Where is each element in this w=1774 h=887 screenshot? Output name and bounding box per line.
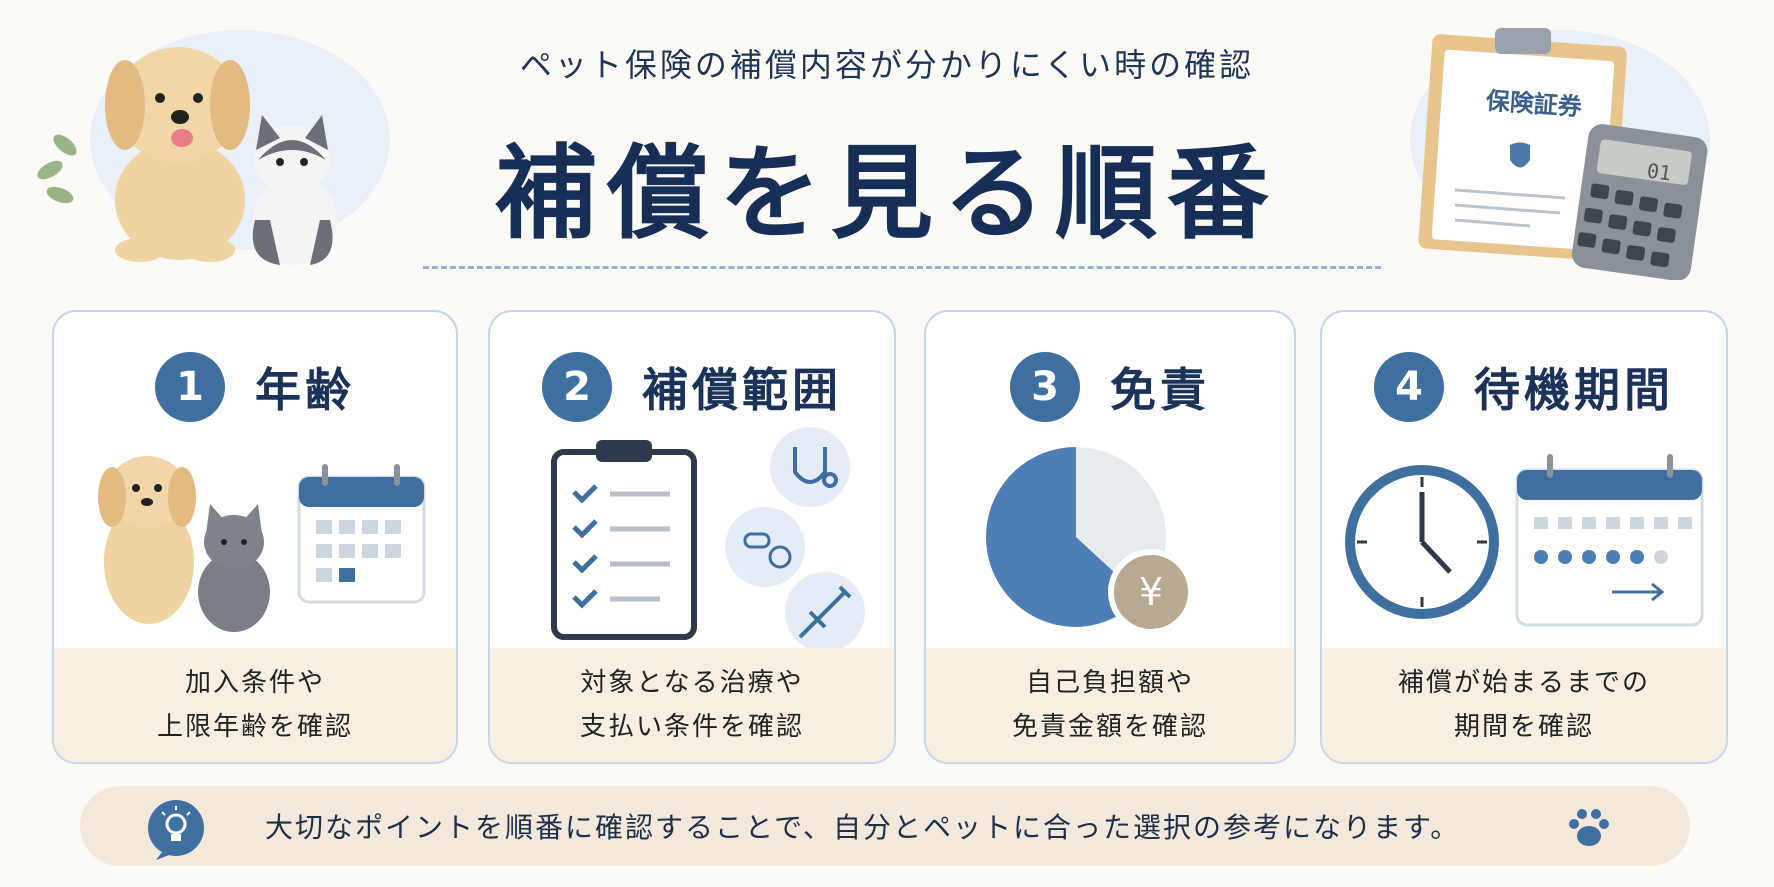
step-description-line: 加入条件や <box>184 668 325 698</box>
title-divider <box>423 266 1381 269</box>
step-title: 年齢 <box>255 363 355 417</box>
paw-icon <box>1569 809 1609 846</box>
dog-cat-illustration <box>37 30 390 265</box>
step-number: 2 <box>542 352 612 422</box>
step-title: 補償範囲 <box>642 363 842 417</box>
step-card-deductible: 3 免責 ¥ 自己負担額や 免責金額を確認 <box>924 310 1296 764</box>
certificate-calculator-illustration <box>1410 28 1710 280</box>
step-description-line: 対象となる治療や <box>580 668 804 698</box>
step-description: 加入条件や 上限年齢を確認 <box>54 648 456 762</box>
tip-message: 大切なポイントを順番に確認することで、自分とペットに合った選択の参考になります。 <box>265 811 1461 844</box>
step-description: 対象となる治療や 支払い条件を確認 <box>490 648 894 762</box>
step-description: 自己負担額や 免責金額を確認 <box>926 648 1294 762</box>
pie-yen-icon: ¥ <box>986 447 1194 635</box>
tip-banner <box>80 786 1690 866</box>
lightbulb-icon <box>148 800 204 860</box>
step-number: 1 <box>155 352 225 422</box>
step-description-line: 支払い条件を確認 <box>579 712 804 742</box>
step-description: 補償が始まるまでの 期間を確認 <box>1322 648 1726 762</box>
step-title: 免責 <box>1110 363 1210 417</box>
step-description-line: 免責金額を確認 <box>1011 712 1208 742</box>
pets-calendar-icon <box>98 456 426 632</box>
step-description-line: 補償が始まるまでの <box>1397 668 1650 698</box>
clock-calendar-icon <box>1345 454 1704 627</box>
step-number: 3 <box>1010 352 1080 422</box>
step-description-line: 上限年齢を確認 <box>156 712 353 742</box>
step-description-line: 期間を確認 <box>1453 712 1594 742</box>
step-description-line: 自己負担額や <box>1025 668 1194 698</box>
checklist-medical-icon <box>551 427 865 652</box>
svg-text:¥: ¥ <box>1139 570 1163 614</box>
page-subtitle: ペット保険の補償内容が分かりにくい時の確認 <box>519 46 1255 84</box>
step-card-age: 1 年齢 加入条件や 上限年齢を確認 <box>52 310 458 764</box>
step-number: 4 <box>1374 352 1444 422</box>
step-title: 待機期間 <box>1474 363 1674 417</box>
step-card-waiting-period: 4 待機期間 補償が始まるまでの 期間を確認 <box>1320 310 1728 764</box>
step-card-coverage: 2 補償範囲 対象となる治療や 支払い条件を確認 <box>488 310 896 764</box>
page-title: 補償を見る順番 <box>495 135 1279 254</box>
